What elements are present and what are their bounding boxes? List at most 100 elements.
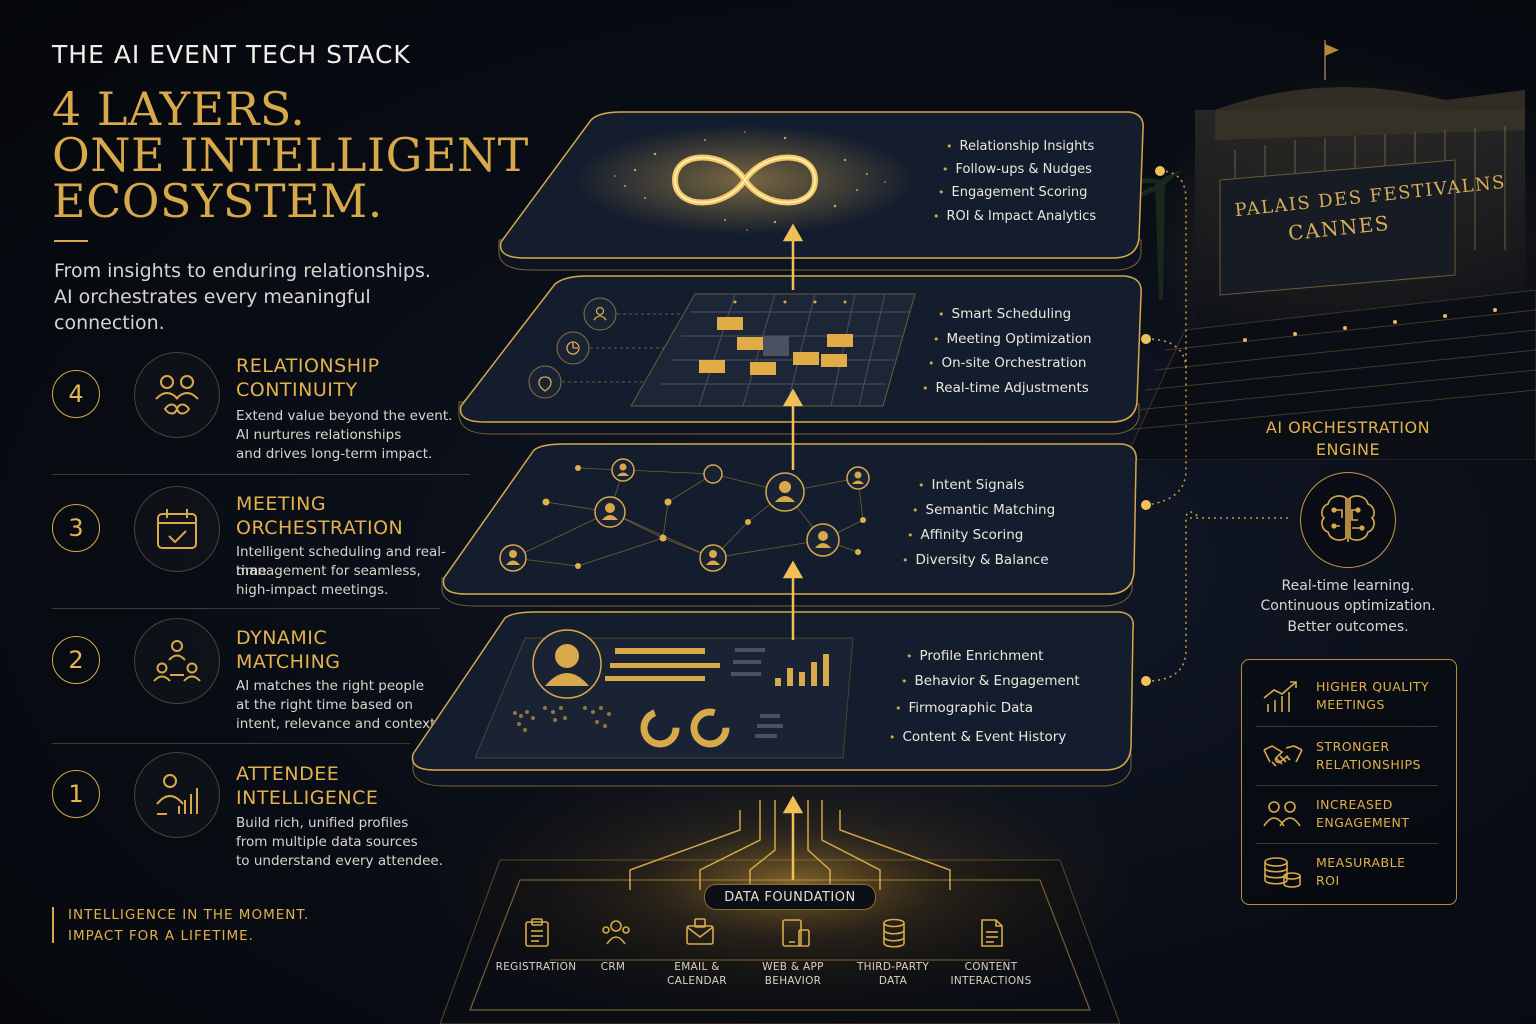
p4-bullet-4: ROI & Impact Analytics — [933, 209, 1097, 224]
outcome-label-line-1: STRONGER — [1316, 739, 1390, 754]
layer-desc-line-1: Extend value beyond the event. — [236, 408, 453, 424]
source-label-line-2: INTERACTIONS — [950, 975, 1032, 987]
p3-bullet-1: Smart Scheduling — [938, 306, 1072, 322]
source-label-line-1: THIRD-PARTY — [856, 961, 930, 973]
layer-desc-line-3: and drives long-term impact. — [236, 446, 433, 462]
outcome-engagement: INCREASED ENGAGEMENT — [1242, 786, 1456, 843]
layer-desc-line-3: intent, relevance and context. — [236, 716, 440, 732]
p2-bullet-4: Diversity & Balance — [902, 552, 1049, 568]
calendar-check-icon — [134, 486, 220, 572]
footer-line-1: INTELLIGENCE IN THE MOMENT. — [68, 907, 310, 923]
outcome-label-line-2: ROI — [1316, 873, 1340, 888]
data-foundation-platform — [430, 770, 1130, 1024]
source-label-line-1: EMAIL & — [674, 961, 720, 973]
layer-title-line-2: INTELLIGENCE — [236, 787, 379, 809]
footer-accent-bar — [52, 907, 54, 943]
outcome-meetings: HIGHER QUALITY MEETINGS — [1242, 668, 1456, 725]
devices-icon — [782, 919, 810, 947]
layer-divider — [52, 743, 410, 744]
layer-desc-line-1: Build rich, unified profiles — [236, 815, 409, 831]
engine-note-line-3: Better outcomes. — [1287, 619, 1409, 635]
bar-trend-icon — [1263, 681, 1297, 712]
header-rule — [54, 240, 88, 242]
layer-divider — [52, 474, 470, 475]
outcome-label-line-1: INCREASED — [1316, 797, 1393, 812]
document-icon — [981, 919, 1003, 947]
outcome-label-line-2: RELATIONSHIPS — [1316, 757, 1421, 772]
p1-bullet-2: Behavior & Engagement — [901, 673, 1080, 689]
mail-calendar-icon — [686, 918, 714, 945]
layer-number: 3 — [52, 504, 100, 552]
layer-number: 4 — [52, 370, 100, 418]
source-label-line-2: CALENDAR — [667, 975, 727, 987]
outcome-label-line-1: MEASURABLE — [1316, 855, 1406, 870]
layer-row-2: 2 DYNAMIC MATCHING AI matches the right … — [52, 618, 472, 734]
headline-line-3: ECOSYSTEM. — [52, 174, 383, 228]
p1-bullet-1: Profile Enrichment — [906, 648, 1044, 664]
database-icon — [883, 918, 905, 948]
people-network-icon — [134, 618, 220, 704]
layer-number: 2 — [52, 636, 100, 684]
clipboard-icon — [525, 918, 549, 947]
layer-title-line-1: MEETING — [236, 493, 327, 515]
layer-desc-line-2: at the right time based on — [236, 697, 413, 713]
layer-title-line-1: DYNAMIC — [236, 627, 328, 649]
p2-bullet-1: Intent Signals — [918, 477, 1025, 493]
outcomes-panel: HIGHER QUALITY MEETINGS STRONGER RELATIO… — [1241, 659, 1457, 905]
layer-desc-line-3: high-impact meetings. — [236, 582, 389, 598]
venue-building-illustration — [1125, 40, 1536, 460]
headline-line-2: ONE INTELLIGENT — [52, 128, 529, 182]
layer-desc-line-1: AI matches the right people — [236, 678, 425, 694]
p4-bullet-3: Engagement Scoring — [938, 185, 1088, 200]
source-label: CRM — [600, 961, 626, 973]
layer-title-line-2: CONTINUITY — [236, 379, 358, 401]
coins-icon — [1264, 857, 1301, 888]
layer-desc-line-1: Intelligent scheduling and real-time — [236, 544, 446, 579]
layer-title-line-1: RELATIONSHIP — [236, 355, 380, 377]
p2-bullet-2: Semantic Matching — [912, 502, 1056, 518]
layer-desc-line-2: AI nurtures relationships — [236, 427, 402, 443]
header-kicker: THE AI EVENT TECH STACK — [52, 40, 411, 69]
person-chart-icon — [134, 752, 220, 838]
p4-bullet-2: Follow-ups & Nudges — [942, 162, 1092, 177]
layer-desc-line-3: to understand every attendee. — [236, 853, 444, 869]
layer-title-line-1: ATTENDEE — [236, 763, 340, 785]
layer-title-line-2: ORCHESTRATION — [236, 517, 404, 539]
outcome-label-line-1: HIGHER QUALITY — [1316, 679, 1430, 694]
engine-title-line-1: AI ORCHESTRATION — [1265, 418, 1431, 437]
p1-bullet-3: Firmographic Data — [895, 700, 1033, 716]
layer-divider — [52, 608, 440, 609]
layer-row-3: 3 MEETING ORCHESTRATION Intelligent sche… — [52, 486, 472, 602]
outcome-label-line-2: ENGAGEMENT — [1316, 815, 1410, 830]
subtitle-line-2: AI orchestrates every meaningful — [54, 286, 371, 308]
p3-bullet-4: Real-time Adjustments — [922, 380, 1089, 396]
layer-desc-line-2: management for seamless, — [236, 563, 421, 579]
layer-title-line-2: MATCHING — [236, 651, 341, 673]
handshake-icon — [1263, 745, 1303, 767]
layer-row-1: 1 ATTENDEE INTELLIGENCE Build rich, unif… — [52, 752, 472, 872]
people-icon — [602, 920, 630, 945]
subtitle-line-3: connection. — [54, 312, 165, 334]
engine-note-line-1: Real-time learning. — [1281, 578, 1415, 594]
p3-bullet-3: On-site Orchestration — [928, 355, 1087, 371]
source-label: REGISTRATION — [495, 961, 577, 973]
p3-bullet-2: Meeting Optimization — [933, 331, 1092, 347]
engine-title-line-2: ENGINE — [1315, 440, 1381, 459]
outcome-divider — [1256, 785, 1438, 786]
p1-bullet-4: Content & Event History — [889, 729, 1067, 745]
footer-line-2: IMPACT FOR A LIFETIME. — [68, 928, 254, 944]
outcome-divider — [1256, 843, 1438, 844]
people-icon — [1263, 801, 1301, 827]
engine-note-line-2: Continuous optimization. — [1260, 598, 1436, 614]
layer-number: 1 — [52, 770, 100, 818]
outcome-relationships: STRONGER RELATIONSHIPS — [1242, 728, 1456, 785]
p4-bullet-1: Relationship Insights — [946, 139, 1095, 154]
layer-row-4: 4 RELATIONSHIP CONTINUITY Extend value b… — [52, 352, 472, 468]
source-label-line-1: WEB & APP — [762, 961, 824, 973]
source-label-line-2: DATA — [878, 975, 908, 987]
people-infinity-icon — [134, 352, 220, 438]
source-label-line-1: CONTENT — [964, 961, 1018, 973]
